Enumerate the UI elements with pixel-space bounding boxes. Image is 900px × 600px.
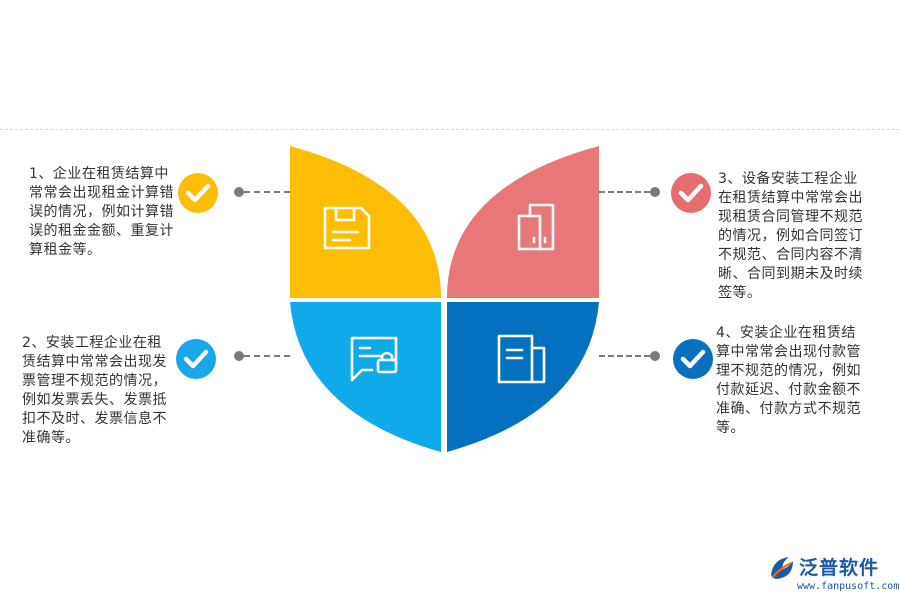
- item-text-3: 3、设备安装工程企业在租赁结算中常常会出现租赁合同管理不规范的情况，例如合同签订…: [718, 171, 863, 301]
- folder-pages-icon: [517, 203, 555, 251]
- petal-bottom-right: [447, 302, 599, 452]
- logo-url: www.fanpusoft.com: [797, 581, 900, 592]
- connector-dot: [234, 351, 244, 361]
- petal-bottom-left: [290, 302, 441, 452]
- connector-dot: [234, 187, 244, 197]
- check-icon: [673, 339, 713, 379]
- connector-dot: [650, 351, 660, 361]
- petal-top-right: [447, 146, 599, 298]
- item-text-1: 1、企业在租赁结算中常常会出现租金计算错误的情况，例如计算错误的租金金额、重复计…: [29, 166, 174, 258]
- logo-name: 泛普软件: [799, 557, 880, 579]
- connector-2: [234, 351, 290, 361]
- floppy-disk-icon: [323, 206, 371, 250]
- message-lock-icon: [350, 336, 398, 382]
- connector-3: [599, 187, 660, 197]
- connector-dash: [244, 355, 290, 357]
- connector-dash: [599, 355, 650, 357]
- connector-4: [599, 351, 660, 361]
- document-icon: [497, 334, 546, 384]
- item-text-2: 2、安装工程企业在租赁结算中常常会出现发票管理不规范的情况，例如发票丢失、发票抵…: [22, 335, 167, 446]
- check-icon: [178, 173, 218, 213]
- petal-top-left: [290, 146, 441, 298]
- connector-dash: [244, 191, 290, 193]
- brand-logo: 泛普软件 www.fanpusoft.com: [767, 551, 900, 597]
- logo-mark-icon: [771, 557, 793, 579]
- divider-line: [0, 129, 900, 130]
- connector-1: [234, 187, 290, 197]
- check-icon: [176, 339, 216, 379]
- connector-dash: [599, 191, 650, 193]
- connector-dot: [650, 187, 660, 197]
- item-text-4: 4、安装企业在租赁结算中常常会出现付款管理不规范的情况，例如付款延迟、付款金额不…: [716, 325, 861, 436]
- check-icon: [671, 173, 711, 213]
